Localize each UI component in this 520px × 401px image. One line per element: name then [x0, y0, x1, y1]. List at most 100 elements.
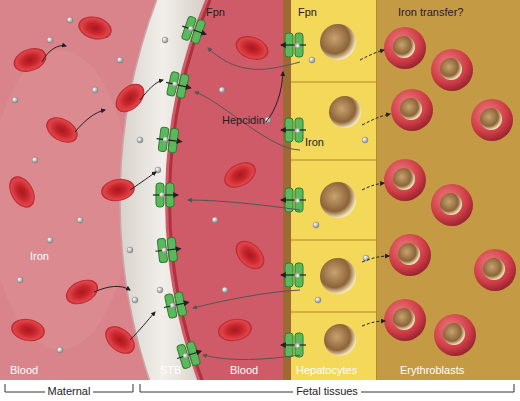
iron-transfer-arrow — [362, 321, 385, 326]
iron-atom — [17, 277, 23, 283]
iron-transfer-arrow — [362, 183, 384, 190]
bracket-strip — [0, 380, 520, 401]
iron-atom — [309, 57, 315, 63]
erythroblast — [431, 49, 473, 91]
iron-atom — [12, 97, 18, 103]
hepatocyte-column — [291, 82, 377, 312]
iron-flow-arrow — [75, 110, 105, 132]
element-label: Iron — [305, 136, 324, 149]
iron-atom — [47, 237, 53, 243]
erythroblast-area — [377, 0, 520, 380]
question-label: Iron transfer? — [398, 6, 463, 19]
erythroblast-area — [377, 0, 520, 380]
hepatocyte-nucleus — [320, 24, 361, 356]
iron-flow-arrow — [130, 312, 155, 340]
maternal-red-cell — [10, 44, 49, 76]
ferroportin-stb — [161, 291, 190, 320]
iron-atom — [212, 217, 218, 223]
ferroportin-hepatocyte — [281, 263, 306, 287]
iron-atom — [12, 17, 369, 353]
iron-atom — [137, 137, 143, 143]
cell-label: Erythroblasts — [400, 364, 464, 377]
ferroportin-stb — [154, 237, 181, 263]
ferroportin-hepatocyte — [281, 33, 306, 57]
maternal-red-cell — [100, 321, 140, 360]
hepatocyte-nucleus — [320, 258, 356, 294]
hormone-label: Hepcidin — [222, 114, 265, 127]
iron-transfer-arrow — [360, 50, 390, 326]
protein-label: Fpn — [298, 6, 317, 19]
fetal-red-cell — [216, 316, 253, 344]
hepcidin-arrow — [188, 48, 300, 360]
maternal-red-cell — [62, 275, 102, 309]
iron-atom — [32, 157, 38, 163]
iron-atom — [222, 287, 228, 293]
fetal-red-cell — [230, 235, 270, 275]
iron-transfer-arrow — [362, 256, 389, 262]
bracket-strip — [0, 380, 520, 401]
iron-transfer-arrow — [362, 114, 390, 125]
erythroblast — [389, 234, 431, 276]
iron-atom — [157, 287, 163, 293]
maternal-red-cell — [99, 176, 136, 204]
ferroportin-stb — [155, 127, 183, 154]
maternal-red-cell — [4, 172, 40, 212]
hepcidin-arrow — [208, 48, 300, 69]
ferroportin-stb — [153, 15, 210, 370]
fetal-red-cell — [220, 157, 260, 193]
iron-atom — [219, 87, 225, 93]
fetal-red-cell — [232, 32, 271, 64]
iron-atom — [362, 137, 368, 143]
iron-flow-arrow — [42, 46, 66, 62]
maternal-red-cell — [76, 13, 115, 43]
hepatocyte-nucleus — [324, 324, 356, 356]
iron-atom — [57, 347, 63, 353]
hepatocyte-column — [291, 311, 377, 313]
region-label: Blood — [10, 364, 38, 377]
ferroportin-hepatocyte — [281, 118, 306, 142]
maternal-red-cell — [4, 13, 150, 359]
maternal-red-cell — [9, 316, 46, 344]
erythroblast — [384, 27, 426, 69]
maternal-blood — [0, 0, 300, 380]
iron-atom — [127, 247, 133, 253]
hepatocyte-nucleus — [329, 96, 361, 128]
region-label: Blood — [230, 364, 258, 377]
ferroportin-stb — [178, 15, 209, 46]
iron-flow-arrow — [42, 46, 283, 340]
hepatocyte-column — [291, 239, 377, 241]
hepatocyte-nucleus — [320, 182, 356, 218]
hepcidin-arrow — [188, 200, 300, 210]
iron-atom — [92, 87, 98, 93]
erythroblast — [391, 89, 433, 131]
ferroportin-stb — [164, 71, 194, 100]
erythroblast — [474, 249, 516, 291]
erythroblast — [384, 299, 426, 341]
iron-atom — [67, 17, 73, 23]
region-label: STB — [160, 364, 181, 377]
hepatocyte-column — [291, 81, 377, 83]
iron-atom — [117, 57, 123, 63]
bracket-label: Fetal tissues — [293, 385, 361, 398]
syncytiotrophoblast-band — [170, 0, 210, 380]
hepcidin-arrow — [193, 290, 300, 308]
hepatocyte-column — [291, 159, 377, 161]
erythroblast — [431, 184, 473, 226]
iron-atom — [47, 37, 53, 43]
erythroblast — [384, 27, 516, 356]
cell-label: Hepatocytes — [296, 364, 357, 377]
ferroportin-hepatocyte — [281, 33, 306, 357]
hepatocyte-nucleus — [320, 24, 356, 60]
hepcidin-arrow — [195, 92, 300, 150]
iron-flow-arrow — [130, 172, 156, 190]
erythroblast — [471, 99, 513, 141]
erythroblast — [384, 159, 426, 201]
iron-atom — [162, 37, 168, 43]
iron-atom — [77, 217, 83, 223]
maternal-red-cell — [110, 78, 150, 118]
iron-atom — [132, 297, 138, 303]
hepatocyte-column — [291, 0, 377, 380]
